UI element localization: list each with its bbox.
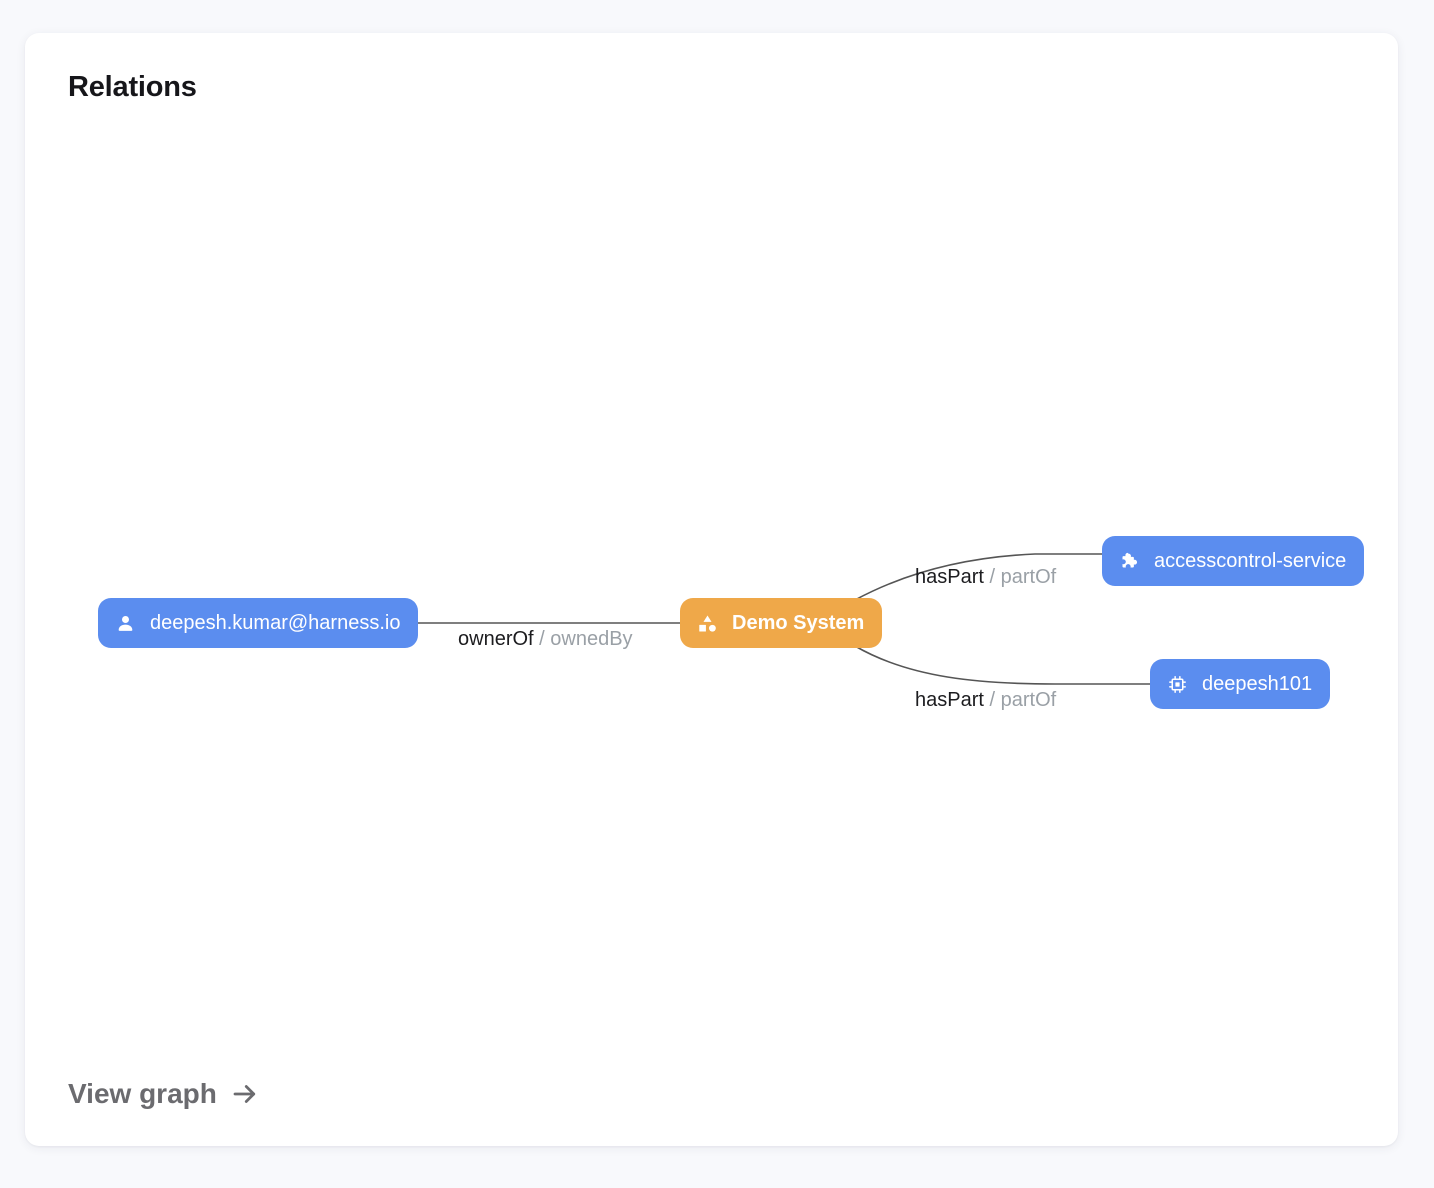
graph-node-label: Demo System (732, 612, 865, 634)
category-shapes-icon (696, 612, 718, 634)
edge-label-reverse: partOf (1000, 689, 1057, 711)
relations-graph[interactable]: ownerOf / ownedBy hasPart / partOf hasPa… (25, 33, 1398, 1146)
view-graph-label: View graph (68, 1078, 217, 1109)
graph-node-label: deepesh101 (1202, 673, 1313, 695)
graph-node-system[interactable]: Demo System (680, 598, 883, 648)
edge-label-has-part-resource: hasPart / partOf (915, 690, 1056, 710)
edge-label-forward: hasPart (915, 566, 984, 588)
edge-label-forward: ownerOf (458, 628, 534, 650)
edge-has-part-resource (854, 645, 1150, 685)
graph-node-component[interactable]: accesscontrol-service (1102, 536, 1365, 586)
edge-label-forward: hasPart (915, 689, 984, 711)
edge-label-reverse: ownedBy (550, 628, 633, 650)
graph-node-resource[interactable]: deepesh101 (1150, 659, 1331, 709)
puzzle-piece-icon (1118, 550, 1140, 572)
graph-node-label: deepesh.kumar@harness.io (150, 612, 401, 634)
graph-node-label: accesscontrol-service (1154, 550, 1347, 572)
edge-label-owner-of: ownerOf / ownedBy (458, 629, 633, 649)
person-icon (114, 612, 136, 634)
edge-label-separator: / (989, 566, 996, 588)
graph-node-user[interactable]: deepesh.kumar@harness.io (98, 598, 419, 648)
graph-edges (400, 553, 1150, 685)
edge-label-separator: / (539, 628, 545, 650)
edge-has-part-service (854, 553, 1102, 601)
edge-label-has-part-service: hasPart / partOf (915, 567, 1056, 587)
edge-label-reverse: partOf (1000, 566, 1057, 588)
chip-icon (1166, 673, 1188, 695)
arrow-right-icon (230, 1079, 260, 1109)
page-title: Relations (68, 71, 197, 103)
edge-label-separator: / (989, 689, 996, 711)
view-graph-link[interactable]: View graph (68, 1079, 260, 1109)
relations-card: Relations ownerOf / ownedBy hasPart / pa… (25, 33, 1398, 1146)
